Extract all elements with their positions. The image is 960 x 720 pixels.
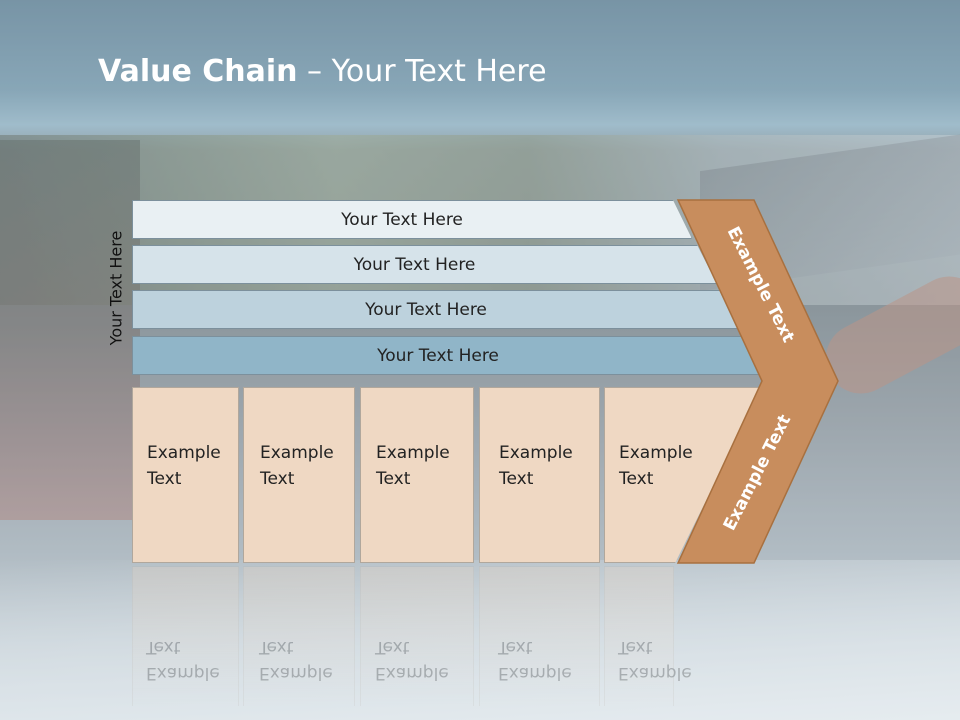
primary-box-3-line1: Example	[376, 443, 450, 463]
reflection-text-5-line1: Example	[618, 663, 692, 683]
reflection-text-3-line1: Example	[375, 663, 449, 683]
support-bar-3-label: Your Text Here	[365, 299, 487, 320]
support-bar-2: Your Text Here	[132, 245, 717, 284]
title-rest: – Your Text Here	[297, 54, 547, 89]
side-label: Your Text Here	[106, 230, 126, 346]
support-bar-1-label: Your Text Here	[341, 209, 463, 230]
reflection-text-4: Example Text	[498, 634, 572, 686]
reflection-box-1	[132, 566, 239, 706]
primary-box-4-line2: Text	[499, 469, 534, 489]
primary-box-1-line1: Example	[147, 443, 221, 463]
margin-chevron-shape	[676, 199, 839, 564]
reflection-text-4-line2: Text	[498, 637, 533, 657]
reflection-text-4-line1: Example	[498, 663, 572, 683]
reflection: Example Text Example Text Example Text Exam…	[0, 566, 960, 706]
reflection-box-2	[243, 566, 355, 706]
reflection-text-1-line1: Example	[146, 663, 220, 683]
reflection-text-5: Example Text	[618, 634, 692, 686]
reflection-text-2-line2: Text	[259, 637, 294, 657]
title-bold: Value Chain	[98, 54, 298, 89]
reflection-box-4	[479, 566, 600, 706]
reflection-box-5	[604, 566, 674, 706]
reflection-text-3: Example Text	[375, 634, 449, 686]
support-bar-2-label: Your Text Here	[353, 254, 476, 275]
support-bar-1: Your Text Here	[132, 200, 692, 239]
reflection-text-5-line2: Text	[618, 637, 653, 657]
primary-box-4: Example Text	[479, 387, 600, 563]
primary-box-2-line2: Text	[260, 469, 295, 489]
primary-box-5-line2: Text	[619, 469, 654, 489]
primary-box-2-line1: Example	[260, 443, 334, 463]
reflection-text-2: Example Text	[259, 634, 333, 686]
reflection-text-2-line1: Example	[259, 663, 333, 683]
primary-box-5-line1: Example	[619, 443, 693, 463]
reflection-text-1-line2: Text	[146, 637, 181, 657]
primary-box-3: Example Text	[360, 387, 474, 563]
margin-chevron: Example Text Example Text	[676, 199, 839, 564]
primary-box-3-line2: Text	[376, 469, 411, 489]
background-person	[0, 140, 140, 520]
reflection-box-3	[360, 566, 474, 706]
support-bar-3: Your Text Here	[132, 290, 740, 329]
primary-box-1-line2: Text	[147, 469, 182, 489]
slide-title: Value Chain – Your Text Here	[98, 54, 547, 89]
reflection-text-3-line2: Text	[375, 637, 410, 657]
primary-box-2: Example Text	[243, 387, 355, 563]
support-bar-4-label: Your Text Here	[377, 345, 499, 366]
reflection-text-1: Example Text	[146, 634, 220, 686]
primary-box-1: Example Text	[132, 387, 239, 563]
support-bar-4: Your Text Here	[132, 336, 764, 375]
background-window	[0, 560, 960, 720]
primary-box-4-line1: Example	[499, 443, 573, 463]
